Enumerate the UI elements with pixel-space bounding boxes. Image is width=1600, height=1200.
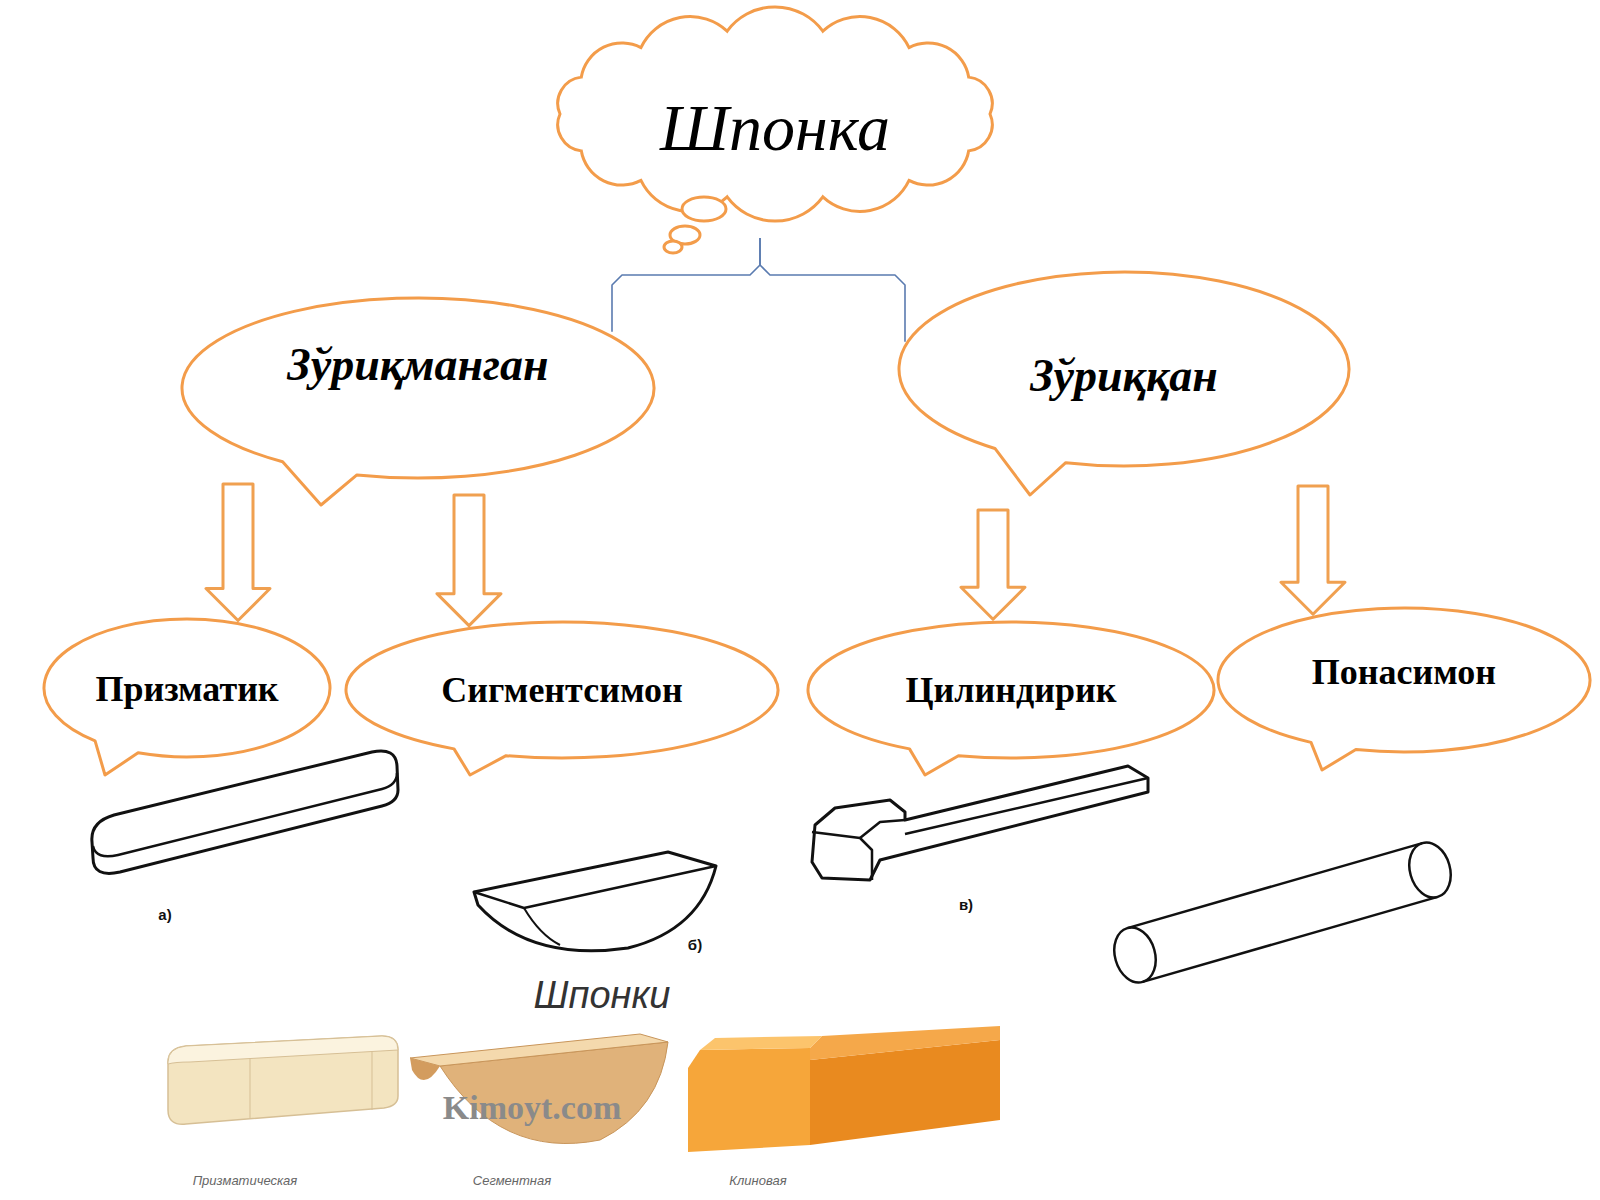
bubble-outline — [44, 619, 330, 775]
figure-letter: в) — [959, 896, 973, 913]
speech-bubble: Зўриққан — [897, 270, 1351, 468]
figure-caption: Клиновая — [729, 1173, 786, 1188]
text-holder: Зўриқманган — [180, 338, 656, 391]
text-holder: Шпонка — [530, 90, 1020, 166]
block-arrow — [961, 510, 1025, 619]
colored-gib-head-key — [688, 1026, 1000, 1152]
node-text: Сигментсимон — [441, 669, 683, 711]
node-text: Цилиндирик — [906, 669, 1117, 711]
node-text: Зўриқманган — [287, 338, 548, 391]
bubble-outline — [182, 298, 654, 505]
speech-bubble: Цилиндирик — [806, 620, 1216, 760]
speech-bubble: Призматик — [42, 617, 332, 759]
cloud-outline — [558, 7, 992, 221]
segment-key-drawing — [474, 852, 716, 951]
text-holder: Сигментсимон — [344, 669, 780, 711]
speech-bubble: Зўриқманган — [180, 296, 656, 480]
watermark: Kimoyt.com — [443, 1089, 621, 1127]
speech-bubble: Понасимон — [1216, 606, 1592, 754]
block-arrow — [437, 495, 501, 626]
label-holder: Призматическая — [193, 1171, 298, 1189]
node-text: Шпонка — [660, 90, 890, 166]
speech-bubble: Сигментсимон — [344, 620, 780, 760]
thought-dot — [664, 241, 682, 253]
figure-letter: б) — [688, 936, 702, 953]
prismatic-key-drawing — [92, 751, 398, 873]
brace-connector — [760, 238, 905, 342]
node-text: Понасимон — [1312, 651, 1496, 693]
text-holder: Понасимон — [1216, 651, 1592, 693]
cylindrical-key-drawing — [1108, 838, 1457, 988]
label-holder: Клиновая — [729, 1171, 786, 1189]
text-holder: Зўриққан — [897, 349, 1351, 402]
thought-cloud: Шпонка — [530, 6, 1020, 216]
node-text: Призматик — [95, 668, 278, 710]
text-holder: Цилиндирик — [806, 669, 1216, 711]
text-holder: Призматик — [42, 668, 332, 710]
colored-prismatic-key — [168, 1036, 398, 1124]
label-holder: Kimoyt.com — [443, 1089, 621, 1127]
gib-head-key-drawing — [812, 766, 1148, 880]
bubble-outline — [1218, 608, 1590, 770]
label-holder: в) — [959, 896, 973, 914]
figure-caption: Сегментная — [473, 1173, 551, 1188]
label-holder: б) — [688, 936, 702, 954]
label-holder: Сегментная — [473, 1171, 551, 1189]
figure-title: Шпонки — [533, 974, 670, 1017]
label-holder: Шпонки — [533, 974, 670, 1017]
bubble-outline — [899, 272, 1349, 495]
brace-connector — [612, 238, 760, 332]
bubble-outline — [808, 622, 1214, 775]
node-text: Зўриққан — [1030, 349, 1218, 402]
block-arrow — [1281, 486, 1345, 614]
figure-caption: Призматическая — [193, 1173, 298, 1188]
thought-dot — [682, 197, 726, 221]
label-holder: а) — [158, 906, 171, 924]
figure-letter: а) — [158, 906, 171, 923]
colored-segment-key — [410, 1034, 668, 1144]
block-arrow — [206, 484, 270, 621]
bubble-outline — [346, 622, 778, 775]
